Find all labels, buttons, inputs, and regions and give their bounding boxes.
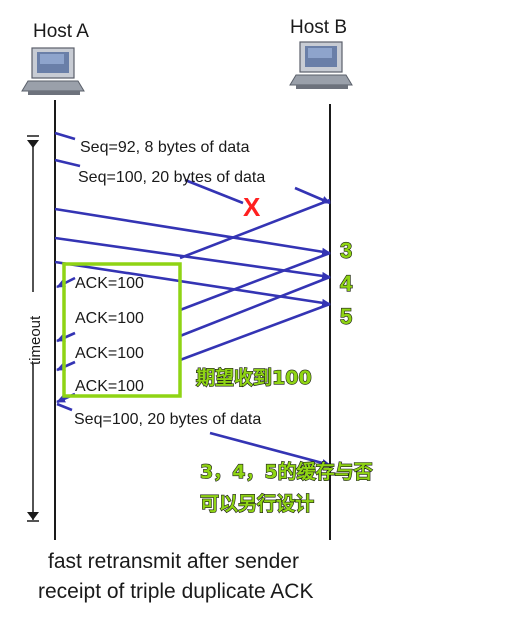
host-a-computer-icon	[21, 47, 85, 95]
annotation-buffer-line1: 3，4，5的缓存与否	[200, 460, 373, 483]
segment-4-arrow	[54, 236, 331, 280]
segment-seq92-arrow	[294, 186, 331, 205]
ack-1-arrow	[56, 276, 76, 289]
host-b-label: Host B	[290, 17, 347, 38]
annotation-expect-100: 期望收到100	[196, 366, 312, 389]
retransmit-label: Seq=100, 20 bytes of data	[74, 411, 261, 428]
retransmit-stub	[56, 402, 73, 412]
timeout-label-bg	[24, 292, 42, 364]
segment-seq92-stub	[54, 131, 76, 141]
dup-count-3: 3	[340, 238, 352, 263]
ack-label-4: ACK=100	[75, 378, 144, 395]
timeout-top-arrow	[27, 140, 39, 148]
segment-seq100-stub	[54, 158, 81, 168]
caption-line1: fast retransmit after sender	[48, 550, 299, 573]
retransmit-arrow	[209, 431, 331, 467]
ack-label-1: ACK=100	[75, 275, 144, 292]
ack-2-upper	[179, 251, 331, 312]
ack-1-upper	[179, 198, 331, 260]
segment-3-arrow	[54, 207, 331, 256]
caption-line2: receipt of triple duplicate ACK	[38, 580, 313, 603]
segment-seq100-lost-arrow	[184, 178, 244, 205]
timeout-bottom-arrow	[27, 512, 39, 520]
dup-count-5: 5	[340, 304, 352, 329]
ack-3-upper	[179, 275, 331, 338]
duplicate-ack-highlight-box	[62, 262, 182, 398]
host-b-computer-icon	[289, 41, 353, 89]
packet-loss-marker: X	[243, 192, 261, 222]
ack-2-arrow	[56, 331, 76, 343]
host-a-label: Host A	[33, 21, 89, 42]
segment-seq100-label: Seq=100, 20 bytes of data	[78, 169, 265, 186]
annotation-buffer-line2: 可以另行设计	[200, 492, 314, 515]
dup-count-4: 4	[340, 271, 353, 296]
timeout-label: timeout	[27, 315, 44, 365]
segment-seq92-label: Seq=92, 8 bytes of data	[80, 139, 250, 156]
segment-5-arrow	[54, 260, 331, 307]
ack-label-2: ACK=100	[75, 310, 144, 327]
ack-3-arrow	[56, 360, 76, 372]
ack-4-upper	[179, 302, 331, 362]
ack-label-3: ACK=100	[75, 345, 144, 362]
